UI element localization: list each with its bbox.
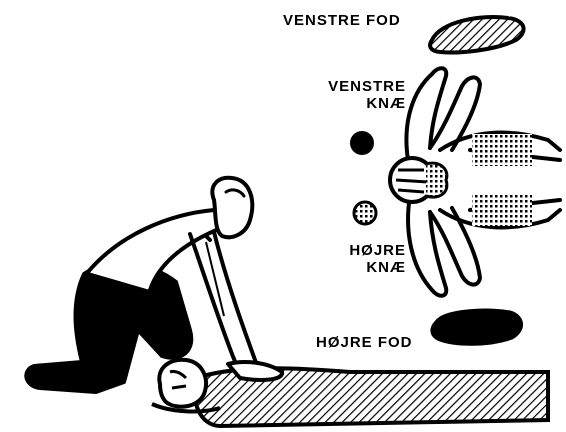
- label-right-foot-text: HØJRE FOD: [316, 334, 413, 351]
- label-left-knee-line2: KNÆ: [300, 95, 406, 112]
- victim-head: [159, 360, 206, 407]
- side-view: [26, 178, 548, 426]
- label-left-knee: VENSTRE KNÆ: [300, 78, 406, 112]
- label-left-foot-text: VENSTRE FOD: [283, 12, 401, 29]
- rescuer: [26, 178, 282, 392]
- right-foot-print: [432, 310, 522, 344]
- right-knee-marker: [354, 202, 376, 224]
- label-right-knee: HØJRE KNÆ: [300, 242, 406, 276]
- shirt-upper: [472, 134, 532, 166]
- left-foot-print: [430, 17, 523, 53]
- top-view: [350, 17, 560, 344]
- shirt-lower: [472, 194, 532, 226]
- label-left-foot: VENSTRE FOD: [283, 12, 401, 29]
- label-left-knee-line1: VENSTRE: [300, 78, 406, 95]
- label-right-foot: HØJRE FOD: [316, 334, 413, 351]
- rescuer-head: [212, 178, 252, 238]
- label-right-knee-line1: HØJRE: [300, 242, 406, 259]
- left-knee-marker: [350, 131, 374, 155]
- label-right-knee-line2: KNÆ: [300, 259, 406, 276]
